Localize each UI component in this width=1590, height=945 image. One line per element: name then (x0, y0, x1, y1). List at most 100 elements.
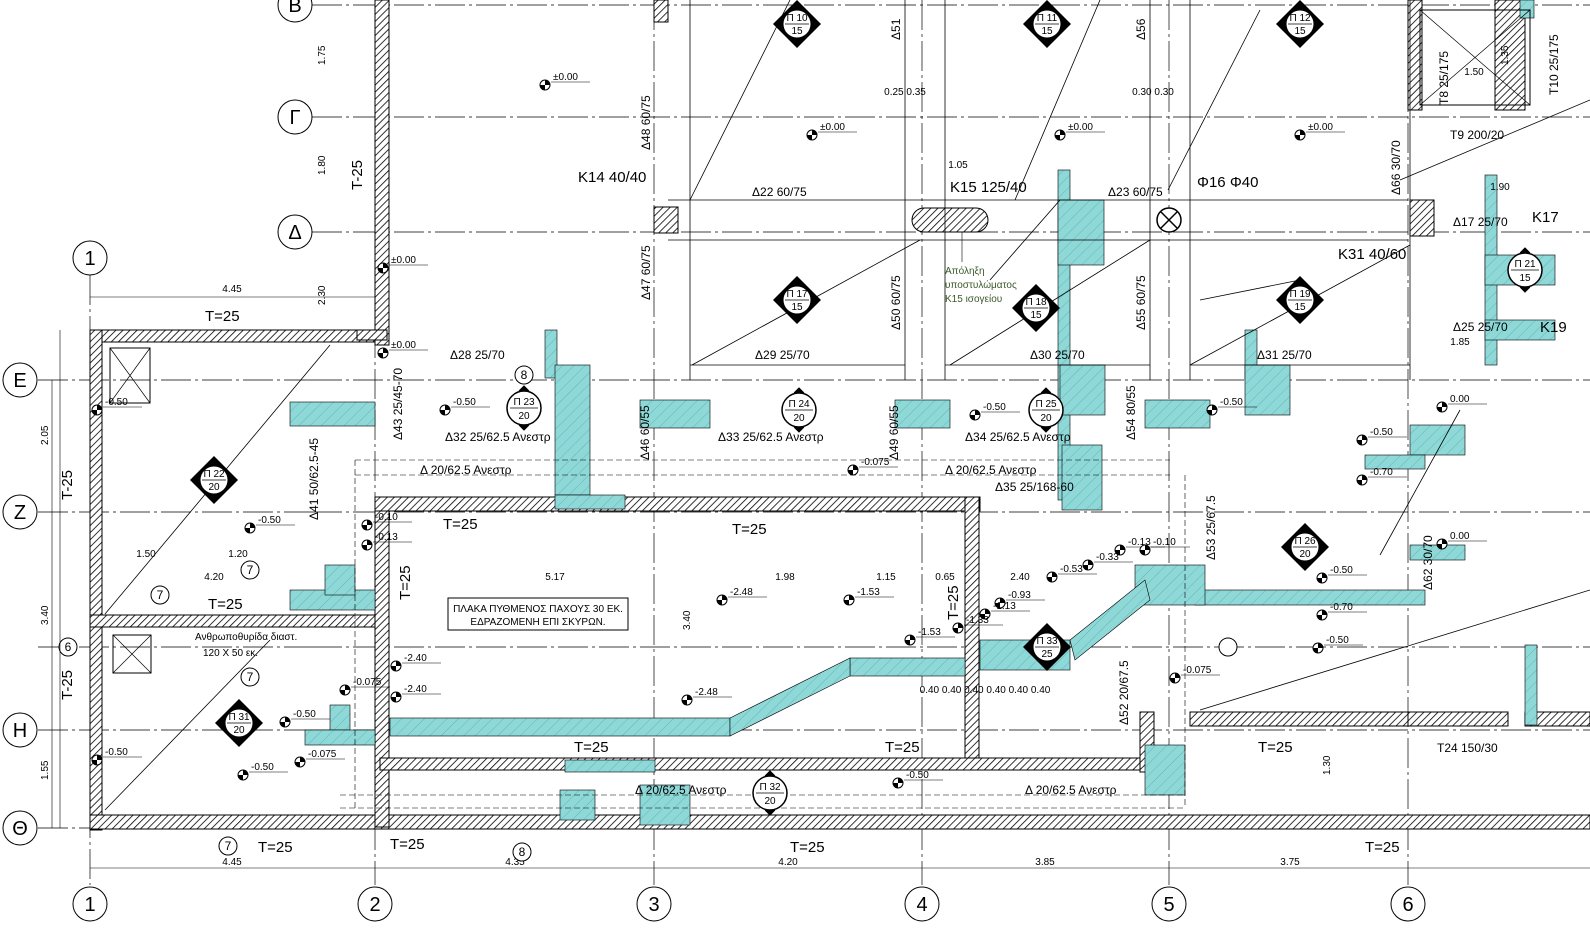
beam-section (1144, 744, 1186, 796)
elevation-value: -2.48 (695, 687, 718, 698)
slab-id: Π 32 (759, 782, 781, 793)
dimension-text: 4.35 (505, 857, 525, 868)
beam-label: Δ 20/62.5 Ανεστρ (1025, 783, 1117, 797)
elevation-marker: 0.00 (1436, 531, 1487, 550)
dimension-text: 3.40 (40, 605, 51, 625)
slab-thickness: 15 (1041, 26, 1053, 37)
elevation-value: -0.93 (1008, 590, 1031, 601)
walls (89, 0, 1590, 831)
elevation-marker: -0.70 (1316, 602, 1367, 621)
dimension-text: 5.17 (545, 572, 565, 583)
section-mark-label: 7 (225, 839, 232, 853)
beam-label: Δ 20/62.5 Ανεστρ (420, 463, 512, 477)
beam-section (894, 399, 951, 429)
elevation-value: -0.70 (1330, 602, 1353, 613)
grid-bubble (1390, 886, 1426, 922)
vertical-beam-label: Δ51 (889, 18, 903, 40)
dimension-text: 1.50 (136, 549, 156, 560)
beam-section (1194, 589, 1426, 606)
manhole-note-line1: Ανθρωποθυρίδα διαστ. (195, 631, 297, 643)
dimension-text: 1.30 (1322, 755, 1333, 775)
slab-thickness: 20 (1299, 549, 1311, 560)
annotation-line2: υποστυλώματος (945, 279, 1017, 291)
elevation-marker: ±0.00 (377, 255, 428, 274)
section-mark (218, 836, 238, 856)
wall (89, 329, 376, 343)
grid-row-label: Η (13, 720, 27, 742)
beam-label: Δ23 60/75 (1108, 185, 1163, 199)
elevation-marker: -0.50 (1316, 565, 1367, 584)
elevation-value: ±0.00 (1068, 122, 1093, 133)
beam-section (1059, 364, 1106, 416)
elevation-value: -0.50 (906, 770, 929, 781)
vertical-beam-label: Δ47 60/75 (639, 245, 653, 300)
elevation-value: -1.33 (966, 615, 989, 626)
elevation-value: -0.13 (375, 532, 398, 543)
elevation-marker: -0.50 (91, 747, 142, 766)
thickness-label: T=25 (397, 565, 414, 600)
section-mark (150, 585, 170, 605)
slab-id: Π 11 (1037, 13, 1058, 24)
beam-section (1144, 399, 1211, 429)
elevation-marker: ±0.00 (806, 122, 857, 141)
thickness-label: T-25 (59, 670, 76, 700)
wall (653, 206, 679, 234)
dimension-text: 0.30 0.30 (1132, 87, 1174, 98)
slab-thickness: 20 (793, 413, 805, 424)
beam-label: Δ34 25/62.5 Ανεστρ (965, 430, 1071, 444)
elevation-value: -0.10 (375, 512, 398, 523)
slab-thickness: 20 (1040, 413, 1052, 424)
slab-thickness: 15 (791, 26, 803, 37)
slab-id: Π 12 (1289, 13, 1311, 24)
grid-bubble (2, 712, 38, 748)
vertical-beam-label: Δ50 60/75 (889, 275, 903, 330)
dimension-text: 1.90 (1490, 182, 1510, 193)
wall (89, 329, 103, 831)
elevation-marker: -1.53 (904, 627, 955, 646)
grid-bubble (277, 99, 313, 135)
elevation-marker: -0.33 (1082, 552, 1133, 571)
beam-label: Δ22 60/75 (752, 185, 807, 199)
elevation-value: -2.40 (404, 684, 427, 695)
elevation-value: -0.075 (308, 749, 337, 760)
thickness-label: T=25 (945, 585, 962, 620)
elevation-marker: -0.50 (439, 397, 490, 416)
grid-col-label: 1 (84, 248, 95, 270)
elevation-value: -0.50 (453, 397, 476, 408)
beam-section (329, 704, 351, 731)
slab-note-line2: ΕΔΡΑΖΟΜΕΝΗ ΕΠΙ ΣΚΥΡΩΝ. (470, 617, 605, 628)
beam-section (639, 784, 691, 826)
elevation-marker: -0.93 (994, 590, 1045, 609)
wall (374, 0, 390, 346)
elevation-marker: -0.075 (1169, 665, 1220, 684)
beam-section (554, 364, 591, 496)
elevation-value: ±0.00 (820, 122, 845, 133)
elevation-marker: ±0.00 (377, 340, 428, 359)
dimension-text: 4.20 (778, 857, 798, 868)
slab-thickness: 25 (1041, 649, 1053, 660)
elevation-value: -0.53 (1060, 564, 1083, 575)
elevation-value: -0.50 (1220, 397, 1243, 408)
cyan-beams (289, 0, 1556, 826)
grid-col-label: 4 (916, 894, 927, 916)
vertical-beam-label: Δ55 60/75 (1134, 275, 1148, 330)
elevation-value: -0.50 (293, 709, 316, 720)
elevation-marker: -0.53 (1046, 564, 1097, 583)
slab-note-line1: ΠΛΑΚΑ ΠΥΘΜΕΝΟΣ ΠΑΧΟΥΣ 30 ΕΚ. (453, 604, 623, 615)
beam-section (1524, 644, 1538, 726)
grid-bubble (357, 886, 393, 922)
thickness-label: T=25 (732, 521, 767, 538)
slab-id: Π 22 (203, 469, 225, 480)
elevation-marker: -0.075 (847, 457, 898, 476)
section-mark-label: 7 (157, 588, 164, 602)
vertical-beam-label: Δ48 60/75 (639, 95, 653, 150)
section-mark (512, 842, 532, 862)
grid-row-label: Ζ (14, 502, 26, 524)
vertical-beam-label: Δ41 50/62.5-45 (307, 438, 321, 520)
slab-thickness: 20 (764, 796, 776, 807)
elevation-marker: -0.50 (969, 402, 1020, 421)
